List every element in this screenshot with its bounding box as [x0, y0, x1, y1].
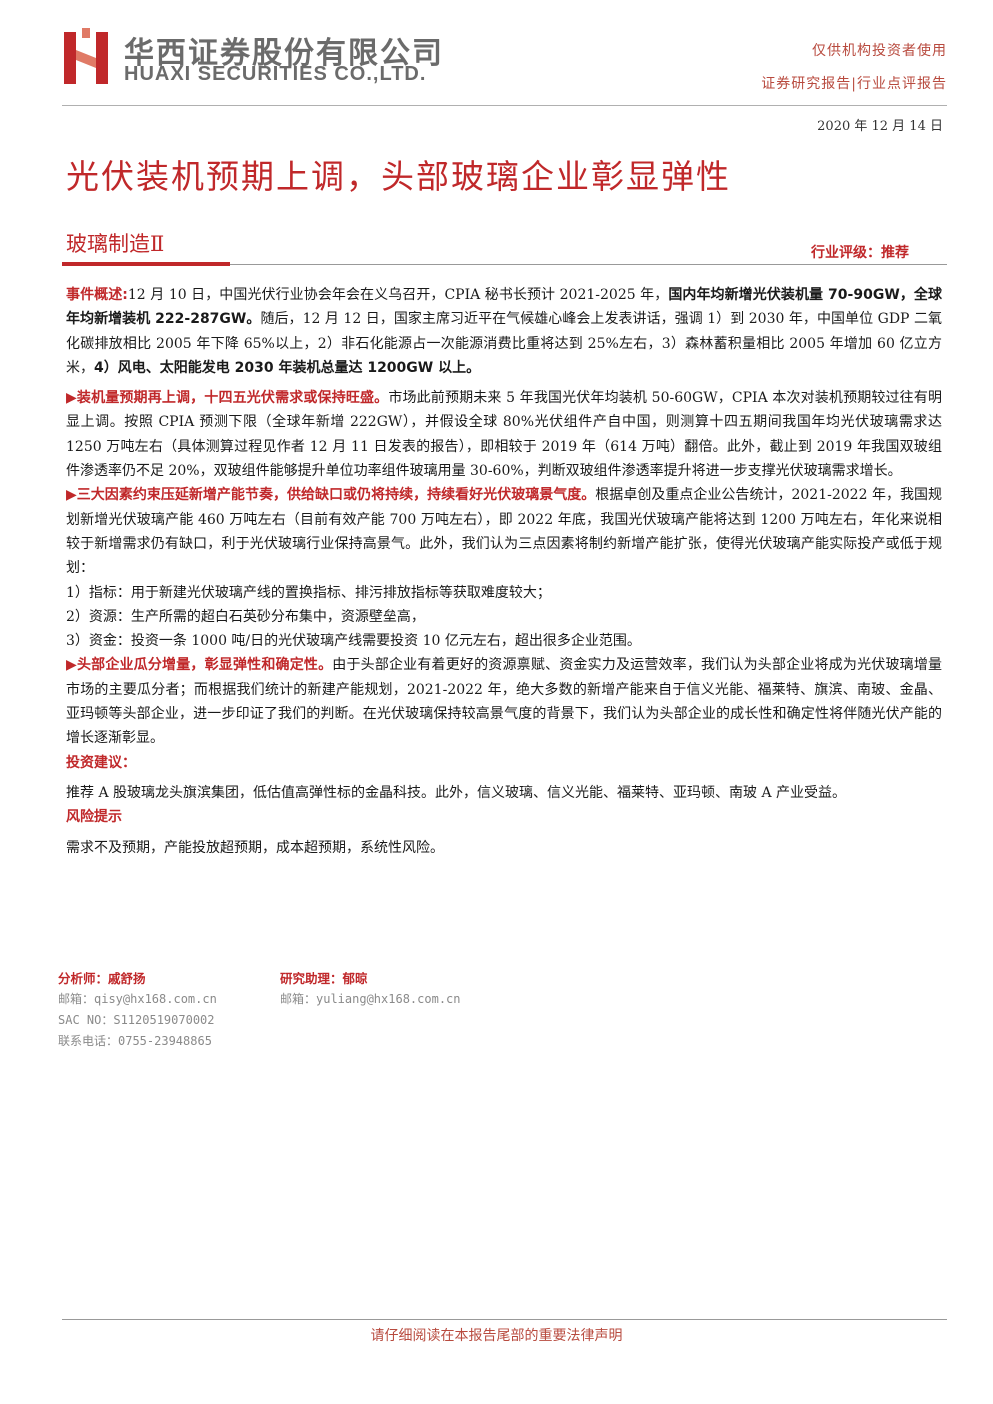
event-bold-2: 4）风电、太阳能发电 2030 年装机总量达 1200GW 以上。: [94, 359, 481, 376]
report-title: 光伏装机预期上调，头部玻璃企业彰显弹性: [66, 157, 731, 196]
risk-text: 需求不及预期，产能投放超预期，成本超预期，系统性风险。: [66, 839, 444, 856]
report-type: 证券研究报告|行业点评报告: [761, 76, 947, 92]
footer-divider: [62, 1319, 947, 1320]
risk-heading: 风险提示: [66, 809, 122, 826]
point-2-lead: ▶三大因素约束压延新增产能节奏，供给缺口或仍将持续，持续看好光伏玻璃景气度。: [66, 487, 596, 504]
constraint-item: 3）资金：投资一条 1000 吨/日的光伏玻璃产线需要投资 10 亿元左右，超出…: [66, 633, 641, 650]
industry-name: 玻璃制造Ⅱ: [66, 232, 165, 256]
assistant-email: 邮箱：yuliang@hx168.com.cn: [280, 992, 461, 1006]
investment-advice-heading: 投资建议：: [66, 754, 136, 771]
assistant-name: 研究助理：郁晾: [280, 971, 368, 986]
company-name-en: HUAXI SECURITIES CO.,LTD.: [124, 63, 427, 85]
point-leading-firms: ▶头部企业瓜分增量，彰显弹性和确定性。由于头部企业有着更好的资源禀赋、资金实力及…: [66, 653, 942, 750]
point-1-lead: ▶装机量预期再上调，十四五光伏需求或保持旺盛。: [66, 390, 389, 407]
event-bold-1: 国内年均新增光伏装机量 70-90GW，全球年均新增装机 222-287GW。: [66, 287, 942, 328]
point-supply-constraints: ▶三大因素约束压延新增产能节奏，供给缺口或仍将持续，持续看好光伏玻璃景气度。根据…: [66, 483, 942, 580]
report-date: 2020 年 12 月 14 日: [817, 119, 943, 134]
point-installed-capacity: ▶装机量预期再上调，十四五光伏需求或保持旺盛。市场此前预期未来 5 年我国光伏年…: [66, 386, 942, 483]
assistant-info: 研究助理：郁晾 邮箱：yuliang@hx168.com.cn: [280, 968, 461, 1010]
constraint-item: 2）资源：生产所需的超白石英砂分布集中，资源壁垒高，: [66, 608, 425, 625]
analyst-phone: 联系电话：0755-23948865: [58, 1034, 212, 1048]
investment-advice-text: 推荐 A 股玻璃龙头旗滨集团，低估值高弹性标的金晶科技。此外，信义玻璃、信义光能…: [66, 784, 847, 801]
event-lead: 事件概述:: [66, 287, 128, 303]
event-summary: 事件概述:12 月 10 日，中国光伏行业协会年会在义乌召开，CPIA 秘书长预…: [66, 283, 942, 380]
header-divider: [62, 105, 947, 106]
title-rule: [230, 264, 947, 265]
point-3-lead: ▶头部企业瓜分增量，彰显弹性和确定性。: [66, 657, 333, 674]
report-body: 事件概述:12 月 10 日，中国光伏行业协会年会在义乌召开，CPIA 秘书长预…: [66, 283, 942, 860]
company-name-cn: 华西证券股份有限公司: [124, 36, 444, 71]
analyst-name: 分析师：戚舒扬: [58, 971, 146, 986]
analyst-sac: SAC NO：S1120519070002: [58, 1013, 215, 1027]
constraint-item: 1）指标：用于新建光伏玻璃产线的置换指标、排污排放指标等获取难度较大；: [66, 584, 551, 601]
point-2-text: 根据卓创及重点企业公告统计，2021-2022 年，我国规划新增光伏玻璃产能 4…: [66, 487, 942, 577]
event-text-1: 12 月 10 日，中国光伏行业协会年会在义乌召开，CPIA 秘书长预计 202…: [127, 287, 669, 303]
industry-rating: 行业评级：推荐: [811, 245, 909, 261]
title-rule-accent: [62, 262, 230, 266]
analyst-info: 分析师：戚舒扬 邮箱：qisy@hx168.com.cn SAC NO：S112…: [58, 968, 217, 1052]
audience-tagline: 仅供机构投资者使用: [812, 43, 947, 59]
point-1-text: 市场此前预期未来 5 年我国光伏年均装机 50-60GW，CPIA 本次对装机预…: [66, 390, 942, 480]
point-3-text: 由于头部企业有着更好的资源禀赋、资金实力及运营效率，我们认为头部企业将成为光伏玻…: [66, 657, 942, 747]
huaxi-logo-icon: [64, 28, 108, 84]
event-text-2: 随后，12 月 12 日，国家主席习近平在气候雄心峰会上发表讲话，强调 1）到 …: [66, 311, 942, 376]
legal-notice-footer: 请仔细阅读在本报告尾部的重要法律声明: [370, 1328, 623, 1344]
analyst-email: 邮箱：qisy@hx168.com.cn: [58, 992, 217, 1006]
